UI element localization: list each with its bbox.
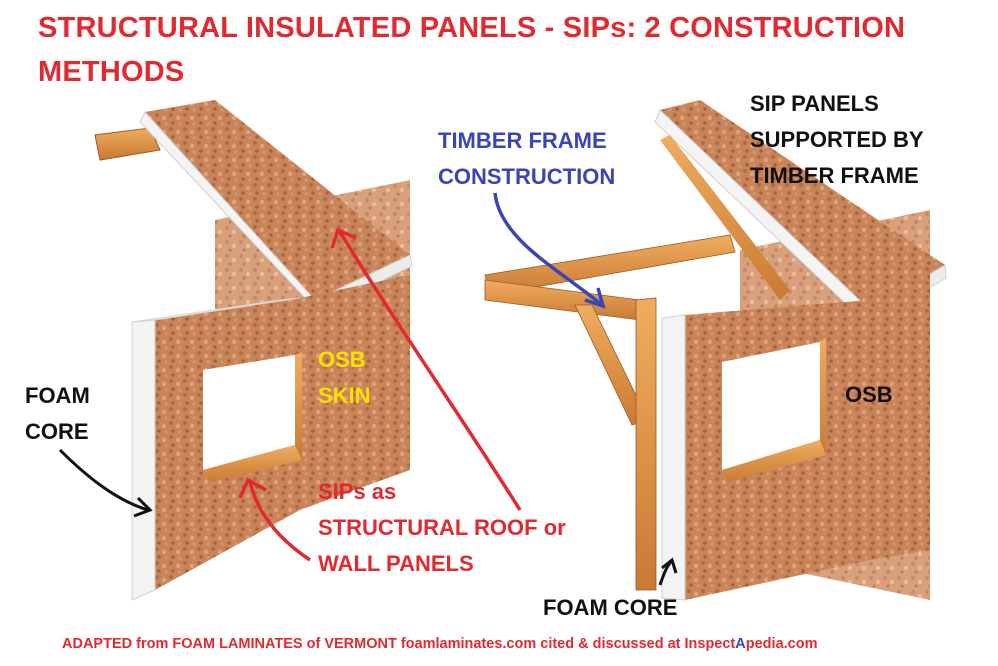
label-sips-structural: SIPs as STRUCTURAL ROOF or WALL PANELS	[318, 474, 566, 582]
left-window-opening	[203, 355, 295, 470]
label-timber-line2: CONSTRUCTION	[438, 164, 616, 189]
right-timber-post	[635, 297, 657, 591]
title-line-2: METHODS	[38, 56, 185, 88]
arrow-foam-core-bottom-head	[661, 557, 678, 574]
label-osb-skin-line2: SKIN	[318, 383, 371, 408]
label-timber-frame: TIMBER FRAME CONSTRUCTION	[438, 123, 615, 195]
page-title: STRUCTURAL INSULATED PANELS - SIPs: 2 CO…	[38, 6, 938, 94]
label-foam-core-left-line2: CORE	[25, 419, 89, 444]
right-window-opening	[722, 342, 820, 470]
right-foam-core-edge	[661, 314, 686, 601]
left-foam-core-top	[131, 297, 301, 323]
label-foam-core-bottom: FOAM CORE	[543, 595, 678, 620]
right-side-wall	[870, 270, 930, 560]
right-tie-beam	[484, 279, 641, 321]
label-timber-line1: TIMBER FRAME	[438, 128, 607, 153]
label-sip-panels-line1: SIP PANELS	[750, 91, 879, 116]
title-line-1: STRUCTURAL INSULATED PANELS - SIPs: 2 CO…	[38, 12, 906, 44]
source-credit-prefix: ADAPTED from FOAM LAMINATES of VERMONT f…	[62, 636, 736, 652]
left-foam-core-edge	[131, 319, 156, 601]
right-rafter	[660, 135, 790, 300]
source-credit: ADAPTED from FOAM LAMINATES of VERMONT f…	[62, 636, 962, 652]
right-sip-structure	[484, 100, 947, 601]
label-sips-line1: SIPs as	[318, 479, 397, 504]
arrow-timber-frame	[493, 192, 604, 307]
label-foam-core-left-line1: FOAM	[25, 383, 90, 408]
arrow-timber-frame-head	[584, 287, 606, 309]
arrow-wall-panel	[248, 481, 311, 562]
label-sip-panels-line2: SUPPORTED BY	[750, 127, 924, 152]
left-side-wall	[300, 275, 410, 510]
right-window-sill	[722, 440, 826, 482]
left-roof-panel	[145, 100, 410, 300]
source-credit-highlight: A	[735, 636, 746, 652]
label-sips-line3: WALL PANELS	[318, 551, 474, 576]
arrow-foam-core-left	[58, 448, 149, 512]
label-sip-panels-line3: TIMBER FRAME	[750, 163, 919, 188]
left-window-sill	[203, 445, 302, 482]
label-sip-panels-supported: SIP PANELS SUPPORTED BY TIMBER FRAME	[750, 86, 924, 194]
label-osb-skin-line1: OSB	[318, 347, 366, 372]
label-osb-skin: OSB SKIN	[318, 342, 371, 414]
left-sip-structure	[94, 100, 413, 601]
source-credit-suffix: pedia.com	[745, 636, 818, 652]
left-window-jamb	[295, 352, 302, 460]
left-ridge-beam	[94, 127, 161, 161]
label-foam-core-left: FOAM CORE	[25, 378, 90, 450]
arrow-wall-panel-head	[238, 477, 267, 499]
label-sips-line2: STRUCTURAL ROOF or	[318, 515, 566, 540]
arrow-roof-panel	[338, 231, 522, 511]
arrow-roof-panel-head	[330, 227, 357, 249]
right-roof-panel	[660, 100, 945, 310]
label-osb-right: OSB	[845, 382, 893, 407]
right-window-jamb	[820, 338, 826, 455]
arrow-foam-core-left-head	[133, 496, 153, 518]
